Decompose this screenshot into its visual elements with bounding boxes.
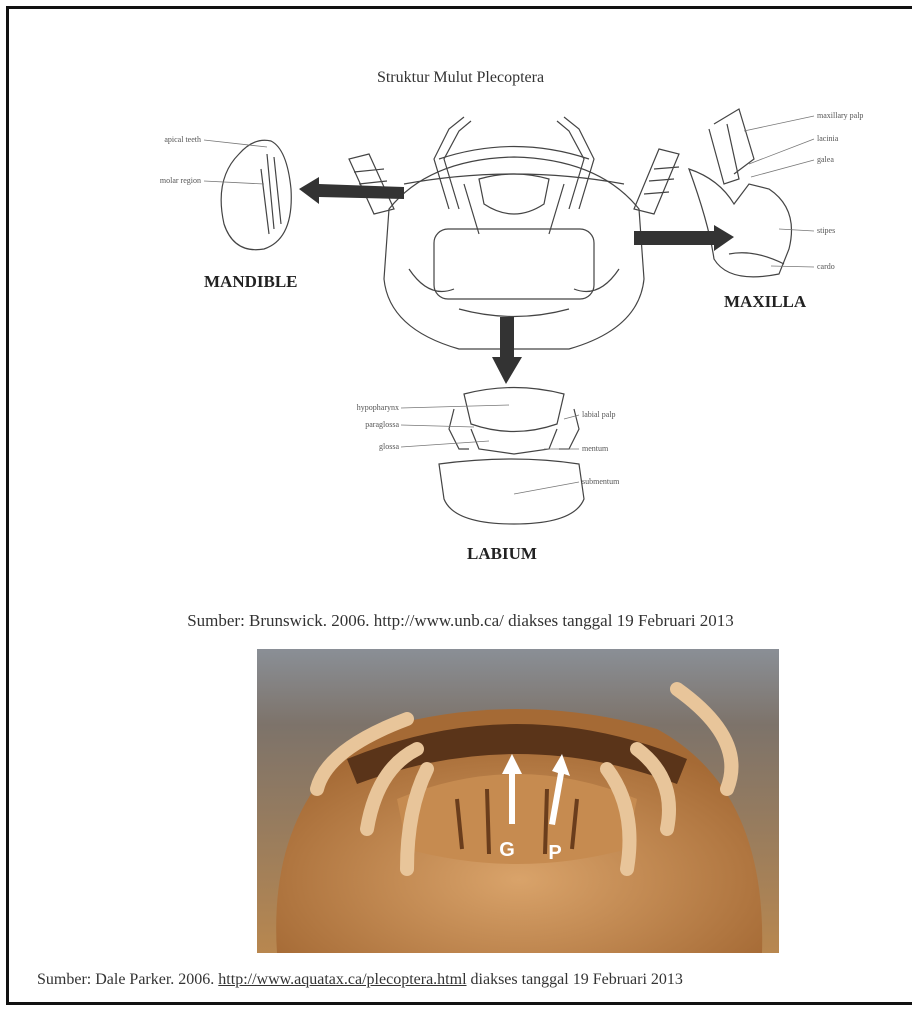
- arrows: [299, 177, 734, 384]
- mandible-drawing: [221, 140, 291, 249]
- label-apical-teeth: apical teeth: [164, 135, 201, 144]
- label-mentum: mentum: [582, 444, 609, 453]
- label-paraglossa: paraglossa: [365, 420, 399, 429]
- label-hypopharynx: hypopharynx: [357, 403, 399, 412]
- photo-marker-p: P: [548, 842, 561, 864]
- label-mandible: MANDIBLE: [204, 272, 298, 291]
- label-labial-palp: labial palp: [582, 410, 616, 419]
- head-drawing: [349, 117, 679, 349]
- source-caption-1: Sumber: Brunswick. 2006. http://www.unb.…: [9, 611, 912, 631]
- label-cardo: cardo: [817, 262, 835, 271]
- label-stipes: stipes: [817, 226, 835, 235]
- label-galea: galea: [817, 155, 834, 164]
- labium-drawing: [439, 388, 584, 525]
- mouthparts-photo: G P: [257, 649, 779, 953]
- label-lacinia: lacinia: [817, 134, 839, 143]
- label-submentum: submentum: [582, 477, 620, 486]
- label-maxillary-palp: maxillary palp: [817, 111, 863, 120]
- maxilla-drawing: [689, 109, 792, 277]
- label-glossa: glossa: [379, 442, 399, 451]
- source-caption-2: Sumber: Dale Parker. 2006. http://www.aq…: [37, 971, 683, 989]
- label-maxilla: MAXILLA: [724, 292, 807, 311]
- arrow-to-mandible: [299, 177, 404, 204]
- photo-marker-g: G: [499, 839, 515, 861]
- label-molar-region: molar region: [160, 176, 201, 185]
- arrow-to-maxilla: [634, 225, 734, 251]
- label-labium: LABIUM: [467, 544, 537, 563]
- mouthparts-diagram: apical teeth molar region maxillary palp…: [9, 9, 912, 609]
- arrow-to-labium: [492, 317, 522, 384]
- source2-prefix: Sumber: Dale Parker. 2006.: [37, 971, 218, 988]
- source2-suffix: diakses tanggal 19 Februari 2013: [467, 971, 683, 988]
- document-page: Struktur Mulut Plecoptera: [6, 6, 912, 1005]
- source2-link[interactable]: http://www.aquatax.ca/plecoptera.html: [218, 971, 466, 988]
